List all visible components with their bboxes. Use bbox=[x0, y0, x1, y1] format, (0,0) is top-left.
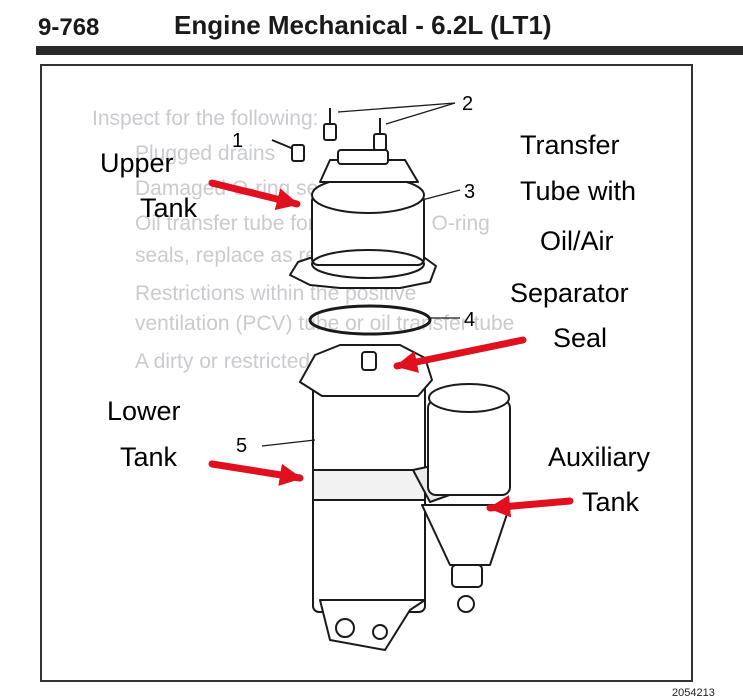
label-lower-tank-line2: Tank bbox=[120, 442, 178, 472]
arrow-upper-tank bbox=[208, 179, 301, 211]
bolt-1-icon bbox=[271, 139, 305, 162]
label-transfer-tube-line5: Seal bbox=[553, 323, 607, 353]
page-number: 9-768 bbox=[38, 14, 100, 41]
leader-line-2a bbox=[337, 102, 456, 113]
label-transfer-tube-line4: Separator bbox=[510, 278, 629, 308]
arrow-lower-tank bbox=[208, 460, 304, 486]
label-transfer-tube-line3: Oil/Air bbox=[540, 226, 614, 256]
label-lower-tank-line1: Lower bbox=[107, 396, 181, 426]
label-transfer-tube-line2: Tube with bbox=[520, 176, 636, 206]
callout-3: 3 bbox=[464, 181, 475, 203]
ghost-line-8: A dirty or restricted bbox=[135, 350, 310, 373]
bolt-2-right-icon bbox=[373, 118, 387, 151]
seal-ring-icon bbox=[308, 304, 432, 336]
label-upper-tank-line2: Tank bbox=[140, 193, 198, 223]
callout-1: 1 bbox=[232, 130, 243, 152]
label-auxiliary-tank-line2: Tank bbox=[582, 487, 640, 517]
arrow-transfer-tube bbox=[393, 336, 527, 373]
page-title: Engine Mechanical - 6.2L (LT1) bbox=[174, 10, 552, 40]
bolt-2-left-icon bbox=[323, 108, 337, 141]
ghost-line-2: Plugged drains bbox=[135, 142, 275, 165]
label-transfer-tube-line1: Transfer bbox=[520, 130, 620, 160]
ghost-line-1: Inspect for the following: bbox=[92, 107, 318, 130]
leader-line-2b bbox=[385, 102, 456, 125]
leader-line-5 bbox=[261, 439, 316, 447]
callout-5: 5 bbox=[236, 435, 247, 457]
ghost-line-7: ventilation (PCV) tube or oil transfer t… bbox=[135, 312, 514, 335]
auxiliary-tank bbox=[421, 383, 511, 613]
leader-line-3 bbox=[421, 189, 461, 201]
label-upper-tank-line1: Upper bbox=[100, 148, 174, 178]
upper-tank bbox=[289, 149, 437, 289]
callout-2: 2 bbox=[462, 93, 473, 115]
lower-tank bbox=[299, 344, 433, 651]
label-auxiliary-tank-line1: Auxiliary bbox=[548, 442, 651, 472]
figure-id: 2054213 bbox=[672, 687, 715, 699]
arrow-auxiliary-tank bbox=[486, 495, 574, 518]
header-rule bbox=[36, 46, 743, 55]
callout-4: 4 bbox=[464, 309, 475, 331]
